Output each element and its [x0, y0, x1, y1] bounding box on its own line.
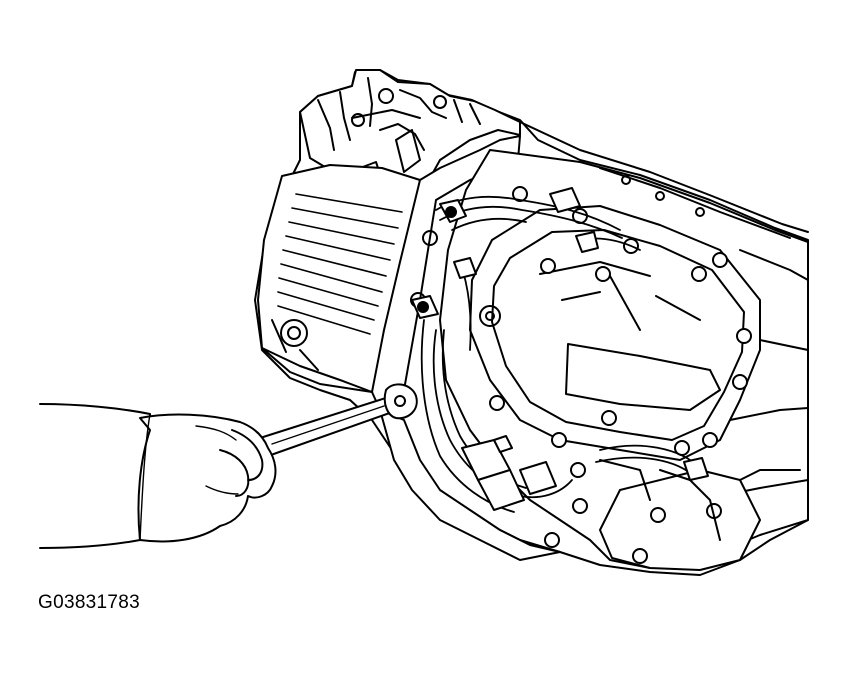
harness-clip [576, 232, 598, 252]
upper-housing-detail [318, 78, 480, 150]
pan-bolt [713, 253, 727, 267]
pan-bolt [703, 433, 717, 447]
pan-magnet-center [486, 312, 494, 320]
finger-curl [232, 430, 262, 480]
pan-bolt [490, 396, 504, 410]
bracket-bolt [651, 508, 665, 522]
pan-bolt [737, 329, 751, 343]
wrench-handle-edge [272, 406, 384, 444]
pan-bolt [552, 433, 566, 447]
case-ridge [600, 168, 808, 500]
bracket-bolt [545, 533, 559, 547]
connector [478, 470, 524, 510]
hand-icon [40, 404, 275, 548]
sleeve [40, 404, 152, 548]
connector-lock [494, 436, 512, 452]
finger-curl [220, 450, 248, 496]
figure-id-label: G03831783 [38, 592, 141, 613]
clip-bolt [446, 207, 456, 217]
bell-housing-lower [380, 410, 560, 560]
connectors [462, 188, 580, 510]
pan-bolt [513, 187, 527, 201]
drain-plug [281, 320, 307, 346]
connector [520, 462, 556, 494]
harness-clip [684, 458, 708, 480]
oil-pan-rib [540, 262, 700, 330]
case-bolt [696, 208, 704, 216]
wire-harness [422, 197, 700, 512]
oil-pan-recess [566, 344, 720, 410]
cover-lower-edge [262, 320, 372, 392]
cuff-line [140, 414, 150, 540]
lower-frame [600, 460, 800, 540]
harness-clips [412, 200, 708, 480]
bracket-bolt [571, 463, 585, 477]
wrench-socket [395, 396, 405, 406]
case-bolt [656, 192, 664, 200]
case-bolt [622, 176, 630, 184]
pan-magnet [480, 306, 500, 326]
case-top-edge [520, 122, 808, 232]
bell-flange [372, 136, 520, 420]
flange-bolt [423, 231, 437, 245]
oil-pan-inner [492, 230, 744, 440]
harness-clip [454, 258, 476, 278]
pan-bolt [733, 375, 747, 389]
pan-bolt [541, 259, 555, 273]
bracket-bolt [573, 499, 587, 513]
pan-bolt [602, 411, 616, 425]
wrench-box-end [385, 384, 417, 418]
pan-bolt [596, 267, 610, 281]
housing-boss [352, 114, 364, 126]
connector [550, 188, 580, 212]
knuckle-line [196, 426, 238, 494]
lower-bracket [600, 470, 760, 570]
clip-bolt [418, 302, 428, 312]
drain-plug-center [288, 327, 300, 339]
pan-bolt [692, 267, 706, 281]
housing-boss [379, 89, 393, 103]
transmission-assembly [255, 70, 808, 575]
housing-boss [434, 96, 446, 108]
bracket-bolt [633, 549, 647, 563]
cover-fins [278, 194, 402, 334]
